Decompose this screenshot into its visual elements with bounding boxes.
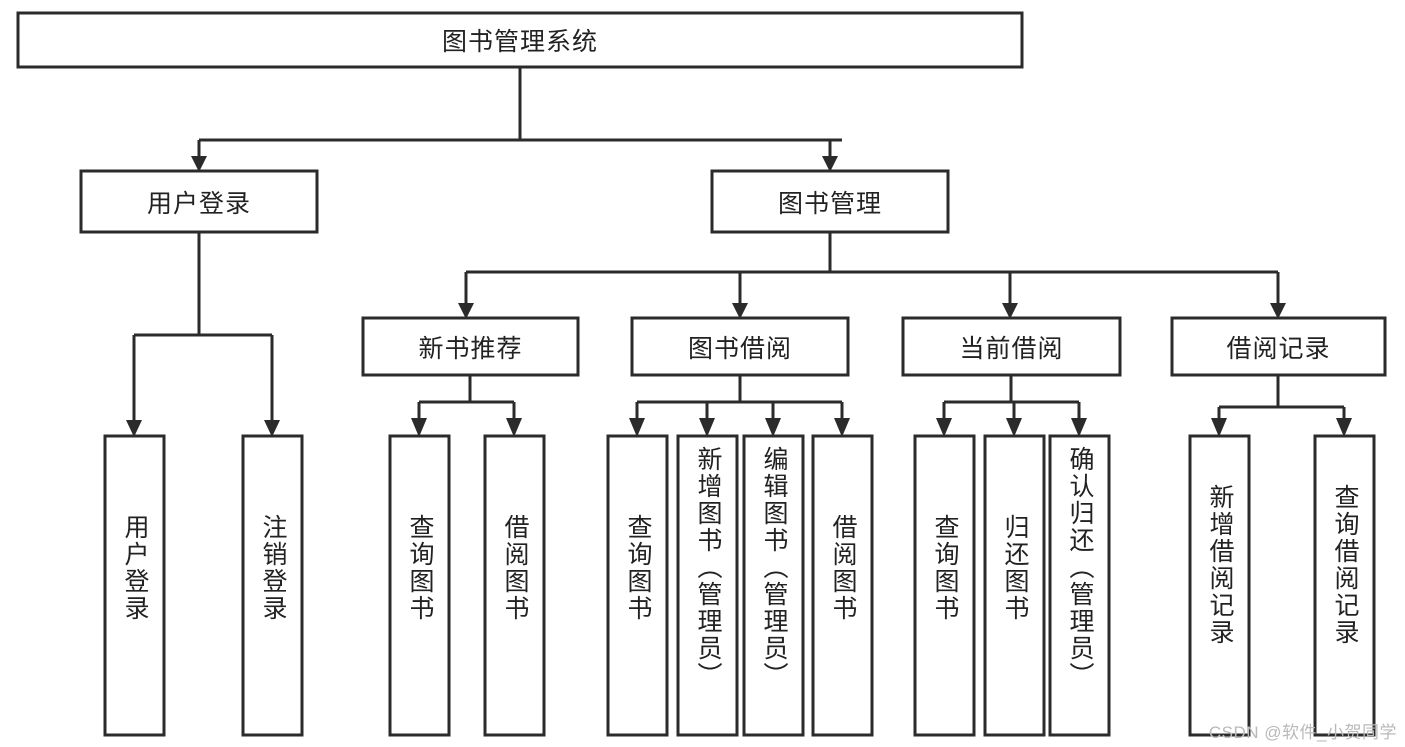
arrow-head-borrow-record [1270, 303, 1286, 319]
node-root[interactable] [16, 11, 1024, 69]
node-borrow-record[interactable] [1170, 316, 1387, 377]
connector-layer [126, 67, 1352, 437]
arrow-head-current-borrow [1002, 303, 1018, 319]
arrow-head-leaf-borrow-book-recommend [506, 418, 522, 437]
node-leaf-add-book-admin[interactable] [676, 434, 739, 737]
node-book-management[interactable] [710, 169, 950, 234]
node-book-borrow[interactable] [630, 316, 850, 377]
arrow-head-leaf-confirm-return-admin [1071, 418, 1087, 437]
arrow-head-leaf-query-book-recommend [411, 418, 427, 437]
node-leaf-borrow-book-recommend[interactable] [483, 434, 546, 737]
arrow-head-leaf-edit-book-admin [765, 418, 781, 437]
node-leaf-borrow-book[interactable] [811, 434, 874, 737]
arrow-head-leaf-user-login [126, 420, 142, 437]
node-current-borrow[interactable] [901, 316, 1122, 377]
node-leaf-query-book-current[interactable] [913, 434, 976, 737]
node-leaf-return-book[interactable] [983, 434, 1046, 737]
node-leaf-user-login[interactable] [103, 434, 166, 737]
arrow-head-leaf-add-borrow-record [1211, 418, 1227, 437]
node-layer [16, 11, 1387, 737]
node-leaf-query-book-recommend[interactable] [388, 434, 451, 737]
node-leaf-edit-book-admin[interactable] [742, 434, 805, 737]
arrow-head-new-book-recommend [458, 303, 474, 319]
node-new-book-recommend[interactable] [361, 316, 580, 377]
node-leaf-query-borrow-record[interactable] [1313, 434, 1376, 737]
arrow-head-leaf-return-book [1006, 418, 1022, 437]
arrow-head-leaf-query-book-current [936, 418, 952, 437]
arrow-head-book-borrow [732, 303, 748, 319]
node-leaf-logout-login[interactable] [241, 434, 304, 737]
arrow-head-leaf-query-borrow-record [1336, 418, 1352, 437]
arrow-head-leaf-borrow-book [834, 418, 850, 437]
arrow-head-user-login [191, 156, 207, 172]
arrow-head-leaf-logout-login [264, 420, 280, 437]
arrow-head-leaf-query-book-borrow [629, 418, 645, 437]
arrow-head-leaf-add-book-admin [699, 418, 715, 437]
node-leaf-query-book-borrow[interactable] [606, 434, 669, 737]
node-user-login[interactable] [79, 169, 319, 234]
arrow-head-book-management [822, 156, 838, 172]
node-leaf-confirm-return-admin[interactable] [1048, 434, 1111, 737]
node-leaf-add-borrow-record[interactable] [1188, 434, 1251, 737]
watermark-text: CSDN @软件_小贺同学 [1208, 723, 1397, 742]
